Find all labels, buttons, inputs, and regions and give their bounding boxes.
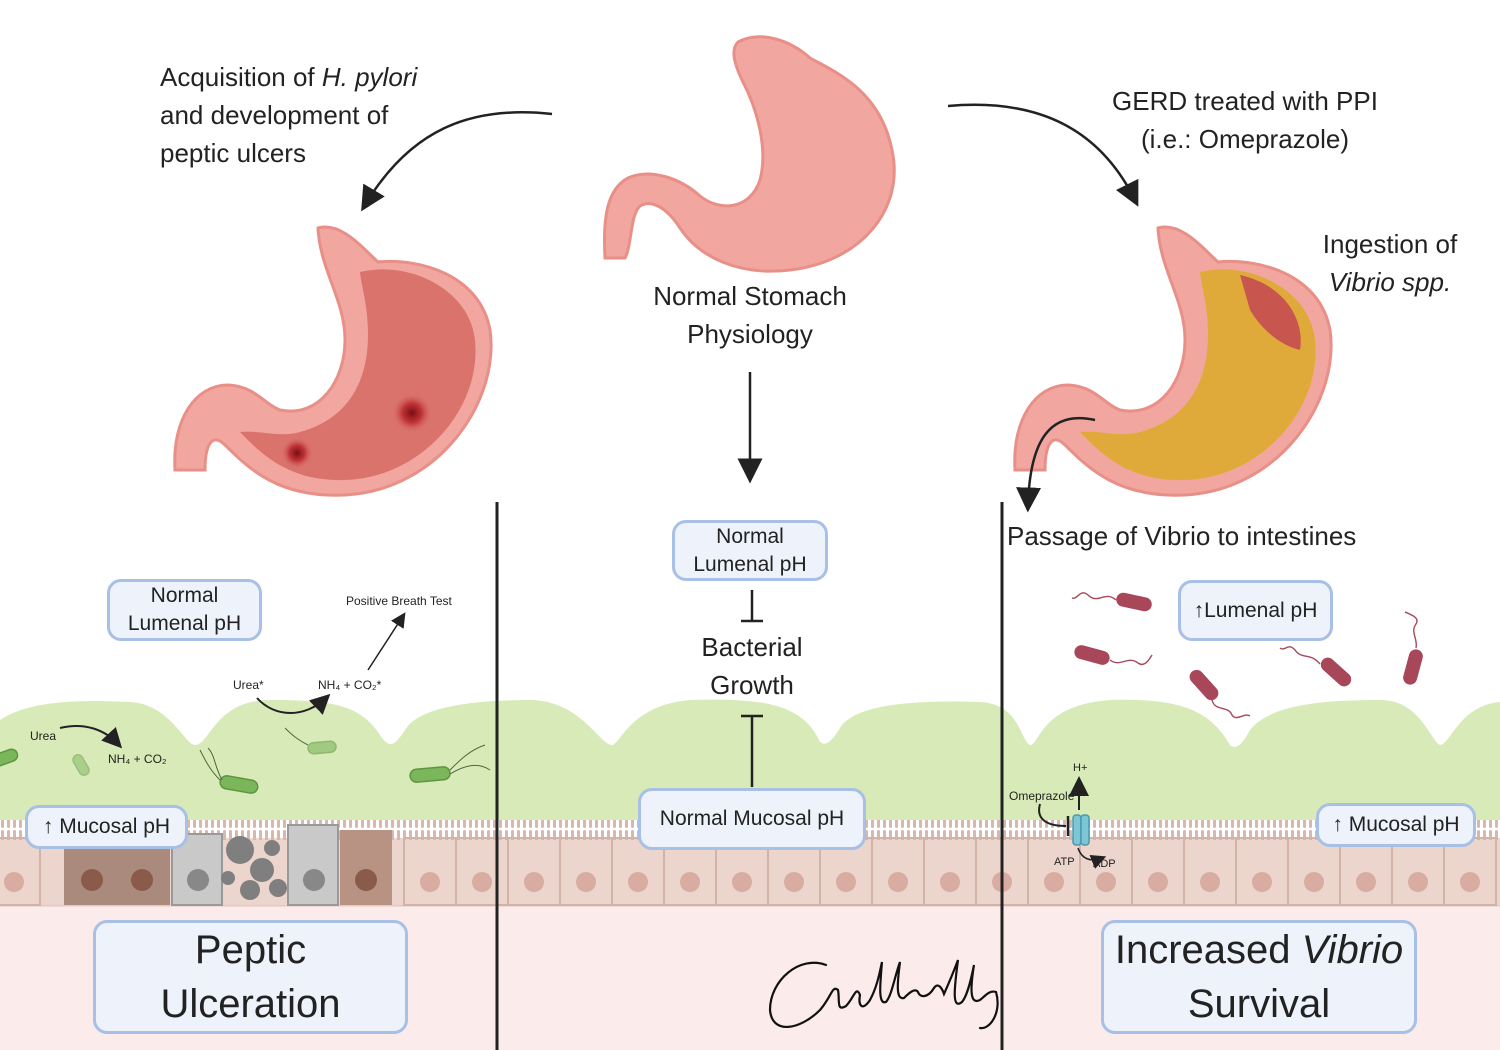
inhibition-lumenal-bacterial [741,590,763,623]
arrow-urea-star [256,693,331,715]
cell-nucleus [940,872,960,892]
bacterial-growth-label: Bacterial Growth [701,632,803,700]
caption-gerd: GERD treated with PPI (i.e.: Omeprazole) [1112,86,1378,154]
cell-nucleus [1304,872,1324,892]
signature [768,959,999,1030]
cell-nucleus [888,872,908,892]
urea-label: Urea [30,729,57,743]
arrow-breath [367,612,406,671]
cell-nucleus [1356,872,1376,892]
mucus-layer [0,699,1500,820]
caption-passage: Passage of Vibrio to intestines [1007,521,1357,551]
vibrio-flagella [1071,592,1418,719]
epithelial-cell [0,837,41,906]
cell-nucleus [576,872,596,892]
increased-vibrio-box: Increased Vibrio Survival [1101,920,1417,1034]
right-lumenal-ph-box: ↑Lumenal pH [1178,580,1333,641]
cell-nucleus [1252,872,1272,892]
cell-nucleus [1460,872,1480,892]
caption-hpylori: Acquisition of H. pylori and development… [160,62,418,168]
peptic-ulceration-box: Peptic Ulceration [93,920,408,1034]
cell-nucleus [628,872,648,892]
cell-nucleus [680,872,700,892]
left-lumenal-ph-box: Normal Lumenal pH [107,579,262,641]
urea-star-label: Urea* [233,678,264,692]
h-plus-label: H+ [1073,762,1088,774]
proton-pump [1038,776,1107,869]
center-lumenal-ph-box: Normal Lumenal pH [672,520,828,581]
ulcer-cells [64,824,392,906]
cell-nucleus [1408,872,1428,892]
cell-nucleus [1200,872,1220,892]
cell-nucleus [472,872,492,892]
arrow-to-gerd [947,103,1139,207]
h-pylori-bacteria [0,740,451,794]
cell-nucleus [732,872,752,892]
nh4-co2-star-label: NH₄ + CO₂* [318,678,382,692]
gerd-stomach [1013,225,1333,513]
normal-stomach [603,35,896,273]
atp-label: ATP [1054,856,1075,868]
center-mucosal-ph-box: Normal Mucosal pH [638,788,866,850]
ulcer-stomach [173,225,493,497]
h-pylori-flagella [199,727,491,781]
caption-normal-stomach: Normal Stomach Physiology [653,281,847,349]
nh4-co2-label: NH₄ + CO₂ [108,752,167,766]
left-mucosal-ph-box: ↑ Mucosal pH [25,805,188,849]
cell-nucleus [1148,872,1168,892]
right-mucosal-ph-box: ↑ Mucosal pH [1316,803,1476,847]
arrow-urea [59,724,123,749]
cell-nucleus [1044,872,1064,892]
cell-nucleus [784,872,804,892]
cell-nucleus [836,872,856,892]
positive-breath-test-label: Positive Breath Test [346,594,452,608]
omeprazole-label: Omeprazole [1009,789,1075,803]
cell-nucleus [524,872,544,892]
cell-nucleus [1096,872,1116,892]
caption-ingestion: Ingestion of Vibrio spp. [1322,229,1458,297]
vibrio-bacteria [1074,592,1423,701]
adp-label: ADP [1093,858,1116,870]
cell-nucleus [420,872,440,892]
arrow-to-hpylori [361,111,553,212]
inhibition-mucosal-bacterial [741,714,763,787]
cell-nucleus [4,872,24,892]
